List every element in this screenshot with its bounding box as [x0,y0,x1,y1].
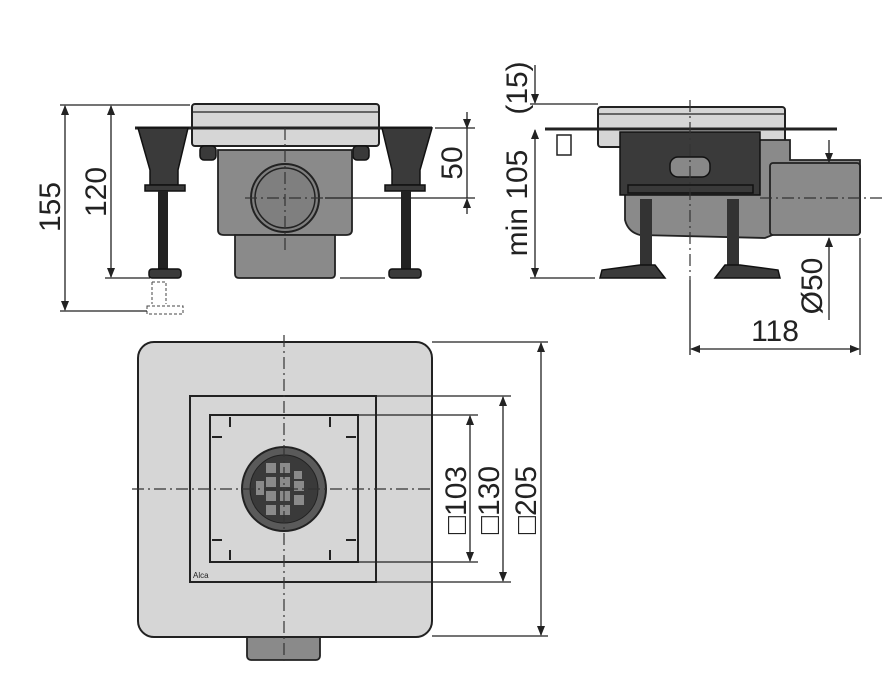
dim-50: 50 [436,146,469,179]
drain-outlet-pipe [234,234,336,279]
top-view: Alca □103 □130 □205 [132,335,548,665]
right-threaded-rod [401,191,411,269]
side-outlet-pipe [769,162,861,236]
dim-min-105: min 105 [501,150,534,257]
dim-155: 155 [34,182,67,232]
right-leg-bracket [381,127,433,186]
dim-130: □130 [473,466,506,534]
side-view: (15) min 105 Ø50 118 [501,61,885,355]
alca-logo: Alca [193,571,209,580]
left-leg-bracket [137,127,189,186]
dim-205: □205 [510,466,543,534]
dim-diameter-50: Ø50 [796,258,829,315]
bolt [556,134,572,156]
dim-15: (15) [501,61,534,114]
left-threaded-rod [158,191,168,269]
front-view: 155 120 50 [34,103,475,315]
dim-103: □103 [440,466,473,534]
dim-120: 120 [80,167,113,217]
dim-118: 118 [751,315,799,348]
